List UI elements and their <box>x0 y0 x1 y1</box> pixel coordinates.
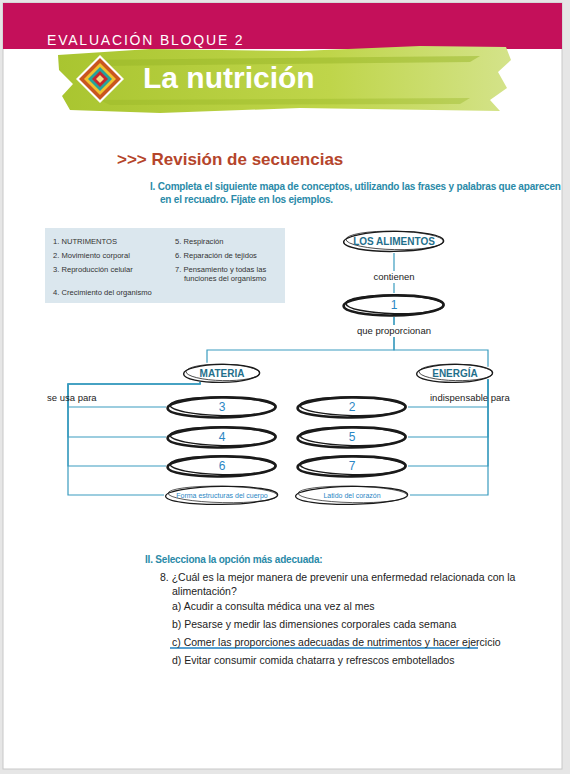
answer-ellipse: 1 <box>342 293 446 317</box>
ellipse-stroke <box>343 231 443 252</box>
callout-number: 4 <box>219 430 226 444</box>
word-bank-item: 5. Respiración <box>175 237 283 246</box>
node-text: Forma estructuras del cuerpo <box>176 492 267 499</box>
concept-ellipse: ENERGÍA <box>415 362 495 384</box>
answer-option: c) Comer las proporciones adecuadas de n… <box>172 636 552 649</box>
ellipse-stroke <box>300 455 406 476</box>
callout-number: 7 <box>349 459 356 473</box>
node-text: Latido del corazón <box>323 492 380 499</box>
node-text: LOS ALIMENTOS <box>353 236 435 247</box>
diamond-ring <box>79 58 121 100</box>
connector-label: se usa para <box>47 392 97 404</box>
callout-number: 3 <box>219 400 226 414</box>
section-heading: >>> Revisión de secuencias <box>117 151 437 168</box>
diamond-core <box>96 75 104 83</box>
ellipse-stroke <box>297 456 405 478</box>
instruction-text: II. Selecciona la opción más adecuada: <box>145 553 535 566</box>
connector-line <box>408 379 488 437</box>
header-band <box>3 3 562 49</box>
node-text: ENERGÍA <box>432 368 478 379</box>
ellipse-stroke <box>170 426 276 447</box>
word-bank-item: 1. NUTRIMENTOS <box>53 237 171 246</box>
ellipse-stroke <box>183 364 259 383</box>
ellipse-stroke <box>298 485 408 504</box>
answer-option: a) Acudir a consulta médica una vez al m… <box>172 600 552 613</box>
concept-ellipse: MATERIA <box>182 362 262 384</box>
answer-ellipse: 4 <box>166 425 278 449</box>
word-bank-item: 2. Movimiento corporal <box>53 251 171 260</box>
callout-number: 2 <box>349 400 356 414</box>
diamond-ring <box>84 63 116 95</box>
question-text: 8. ¿Cuál es la mejor manera de prevenir … <box>160 570 570 598</box>
ellipse-stroke <box>167 397 275 419</box>
diamond-ring <box>92 71 108 87</box>
answer-ellipse: 2 <box>296 395 408 419</box>
ellipse-stroke <box>165 486 277 506</box>
ellipse-stroke <box>346 294 444 314</box>
diamond-outer <box>76 55 124 103</box>
ellipse-stroke <box>346 230 444 250</box>
connector-label: indispensable para <box>430 392 510 404</box>
ellipse-stroke <box>300 426 406 447</box>
callout-number: 1 <box>391 298 398 312</box>
word-bank-item: 4. Crecimiento del organismo <box>53 288 171 297</box>
diamond-icon <box>76 55 124 103</box>
block-header: EVALUACIÓN BLOQUE 2 <box>47 33 367 47</box>
word-bank-box: 1. NUTRIMENTOS 2. Movimiento corporal 3. R… <box>45 228 285 303</box>
connector-label: que proporcionan <box>354 325 434 337</box>
word-bank-item: 6. Reparación de tejidos <box>175 251 283 260</box>
word-bank-item: 7. Pensamiento y todas las funciones del… <box>175 265 283 283</box>
answer-ellipse: 7 <box>296 454 408 478</box>
answer-ellipse: 6 <box>166 454 278 478</box>
ellipse-stroke <box>170 396 276 417</box>
brush-band <box>58 46 511 113</box>
example-ellipse: Forma estructuras del cuerpo <box>164 484 280 506</box>
connector-line <box>207 317 394 363</box>
callout-number: 5 <box>349 430 356 444</box>
ellipse-stroke <box>186 363 260 381</box>
answer-ellipse: 3 <box>166 395 278 419</box>
example-ellipse: Latido del corazón <box>294 484 410 506</box>
ellipse-stroke <box>416 364 492 383</box>
ellipse-stroke <box>300 396 406 417</box>
ellipse-stroke <box>167 456 275 478</box>
connector-label: contienen <box>370 271 417 283</box>
ellipse-stroke <box>297 427 405 449</box>
diamond-ring <box>88 67 112 91</box>
brush-streak <box>100 98 470 105</box>
instruction-text: I. Completa el siguiente mapa de concept… <box>150 180 565 206</box>
ellipse-stroke <box>295 486 407 506</box>
concept-ellipse: LOS ALIMENTOS <box>342 229 446 253</box>
word-bank-item: 3. Reproducción celular <box>53 265 171 283</box>
ellipse-stroke <box>167 427 275 449</box>
answer-ellipse: 5 <box>296 425 408 449</box>
page-title: La nutrición <box>143 63 315 93</box>
callout-number: 6 <box>219 459 226 473</box>
answer-option: b) Pesarse y medir las dimensiones corpo… <box>172 618 552 631</box>
ellipse-stroke <box>343 295 443 316</box>
ellipse-stroke <box>170 455 276 476</box>
node-text: MATERIA <box>200 368 245 379</box>
ellipse-stroke <box>297 397 405 419</box>
ellipse-stroke <box>419 363 493 381</box>
ellipse-stroke <box>168 485 278 504</box>
answer-option: d) Evitar consumir comida chatarra y ref… <box>172 654 552 667</box>
page-sheet <box>3 3 562 769</box>
